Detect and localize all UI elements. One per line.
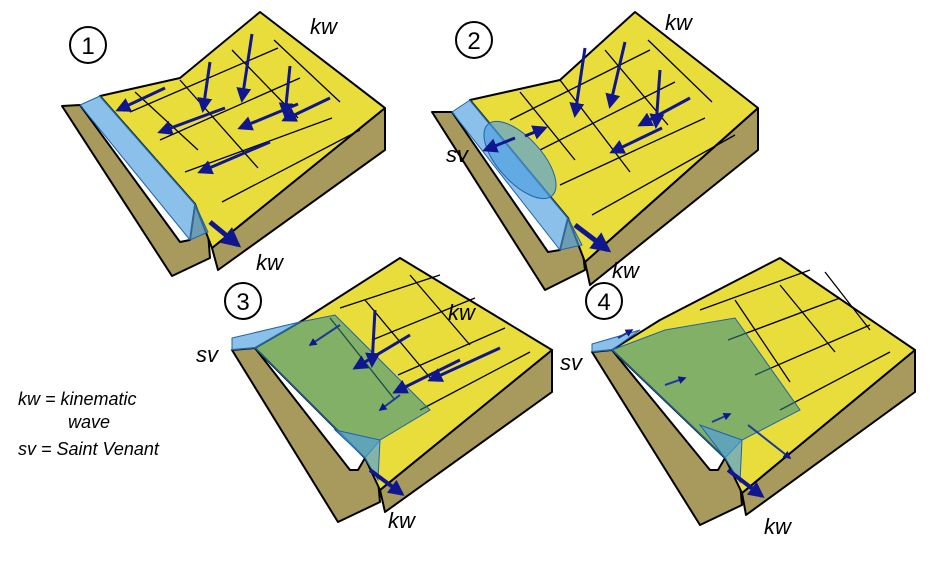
- legend-kw-line2: wave: [68, 412, 110, 432]
- panel-3-flow-arrow: [352, 333, 411, 370]
- panel-4-grid: [699, 269, 891, 411]
- panel-2-number-circle: [455, 21, 493, 59]
- panel-4-number-circle: [585, 282, 623, 320]
- panel-1-channel-water: [79, 95, 209, 241]
- panel-3-number: 3: [236, 289, 249, 316]
- panel-1-flow-arrow: [157, 106, 226, 135]
- panel-3-channel-water: [231, 321, 301, 351]
- panel-1-outflow-arrow: [208, 220, 242, 248]
- panel-3-flow-arrow: [378, 394, 401, 411]
- panel-1-flow-arrow: [115, 86, 166, 112]
- panel-3: 3 kw sv kw: [196, 257, 553, 533]
- panel-1-flow-arrow: [236, 33, 254, 103]
- panel-2-flow-arrow: [524, 125, 548, 140]
- panel-4-flow-arrow: [664, 376, 687, 386]
- panel-1-flow-arrow: [237, 102, 299, 131]
- panel-3-channel-water: [333, 429, 381, 482]
- panel-2: 2 kw sv kw: [431, 10, 759, 291]
- panel-2-flow-arrow: [605, 41, 627, 109]
- panel-3-flow-arrow: [427, 346, 501, 382]
- legend-sv-line: sv = Saint Venant: [18, 439, 160, 459]
- panel-1-flow-arrow: [197, 61, 213, 113]
- panel-3-number-circle: [224, 282, 262, 320]
- panel-2-label-top: kw: [665, 10, 694, 35]
- panel-4-label-sv: sv: [560, 350, 584, 375]
- panel-3-label-outlet: kw: [388, 508, 417, 533]
- panel-2-flow-arrow: [482, 136, 516, 153]
- panel-4-flow-arrow: [711, 412, 732, 423]
- panel-1-flow-arrow: [197, 140, 271, 175]
- panel-1-flow-arrow: [281, 96, 331, 122]
- panel-3-label-top: kw: [448, 300, 477, 325]
- panel-2-label-sv: sv: [446, 142, 470, 167]
- panel-1-number-circle: [69, 26, 107, 64]
- panel-2-number: 2: [467, 28, 480, 55]
- panel-4-outflow-arrow: [726, 468, 765, 498]
- panel-4: 4 sv kw: [560, 257, 916, 539]
- panel-2-label-outlet: kw: [612, 258, 641, 283]
- panel-2-outflow-arrow: [573, 223, 612, 253]
- panel-3-outflow-arrow: [368, 468, 405, 496]
- panel-1-flow-arrow: [278, 65, 294, 118]
- panel-3-flow-arrow: [308, 324, 341, 346]
- panel-2-flow-arrow: [609, 126, 663, 154]
- legend-kw-line1: kw = kinematic: [18, 389, 137, 409]
- panel-1-label-outlet: kw: [256, 250, 285, 275]
- panel-4-flow-arrow: [747, 424, 792, 459]
- panel-2-flow-arrow: [637, 96, 691, 127]
- panel-4-number: 4: [597, 289, 610, 316]
- panel-4-channel-water: [698, 423, 743, 484]
- legend: kw = kinematic wave sv = Saint Venant: [18, 389, 160, 459]
- panel-2-flood-wave: [483, 120, 557, 200]
- panel-1: 1 kw kw: [61, 11, 386, 277]
- panel-1-label-top: kw: [310, 14, 339, 39]
- panel-4-label-outlet: kw: [764, 514, 793, 539]
- panel-3-label-sv: sv: [196, 342, 220, 367]
- panel-4-flow-arrow: [617, 329, 634, 339]
- panel-2-flow-arrow: [569, 47, 587, 118]
- panel-1-number: 1: [81, 33, 94, 60]
